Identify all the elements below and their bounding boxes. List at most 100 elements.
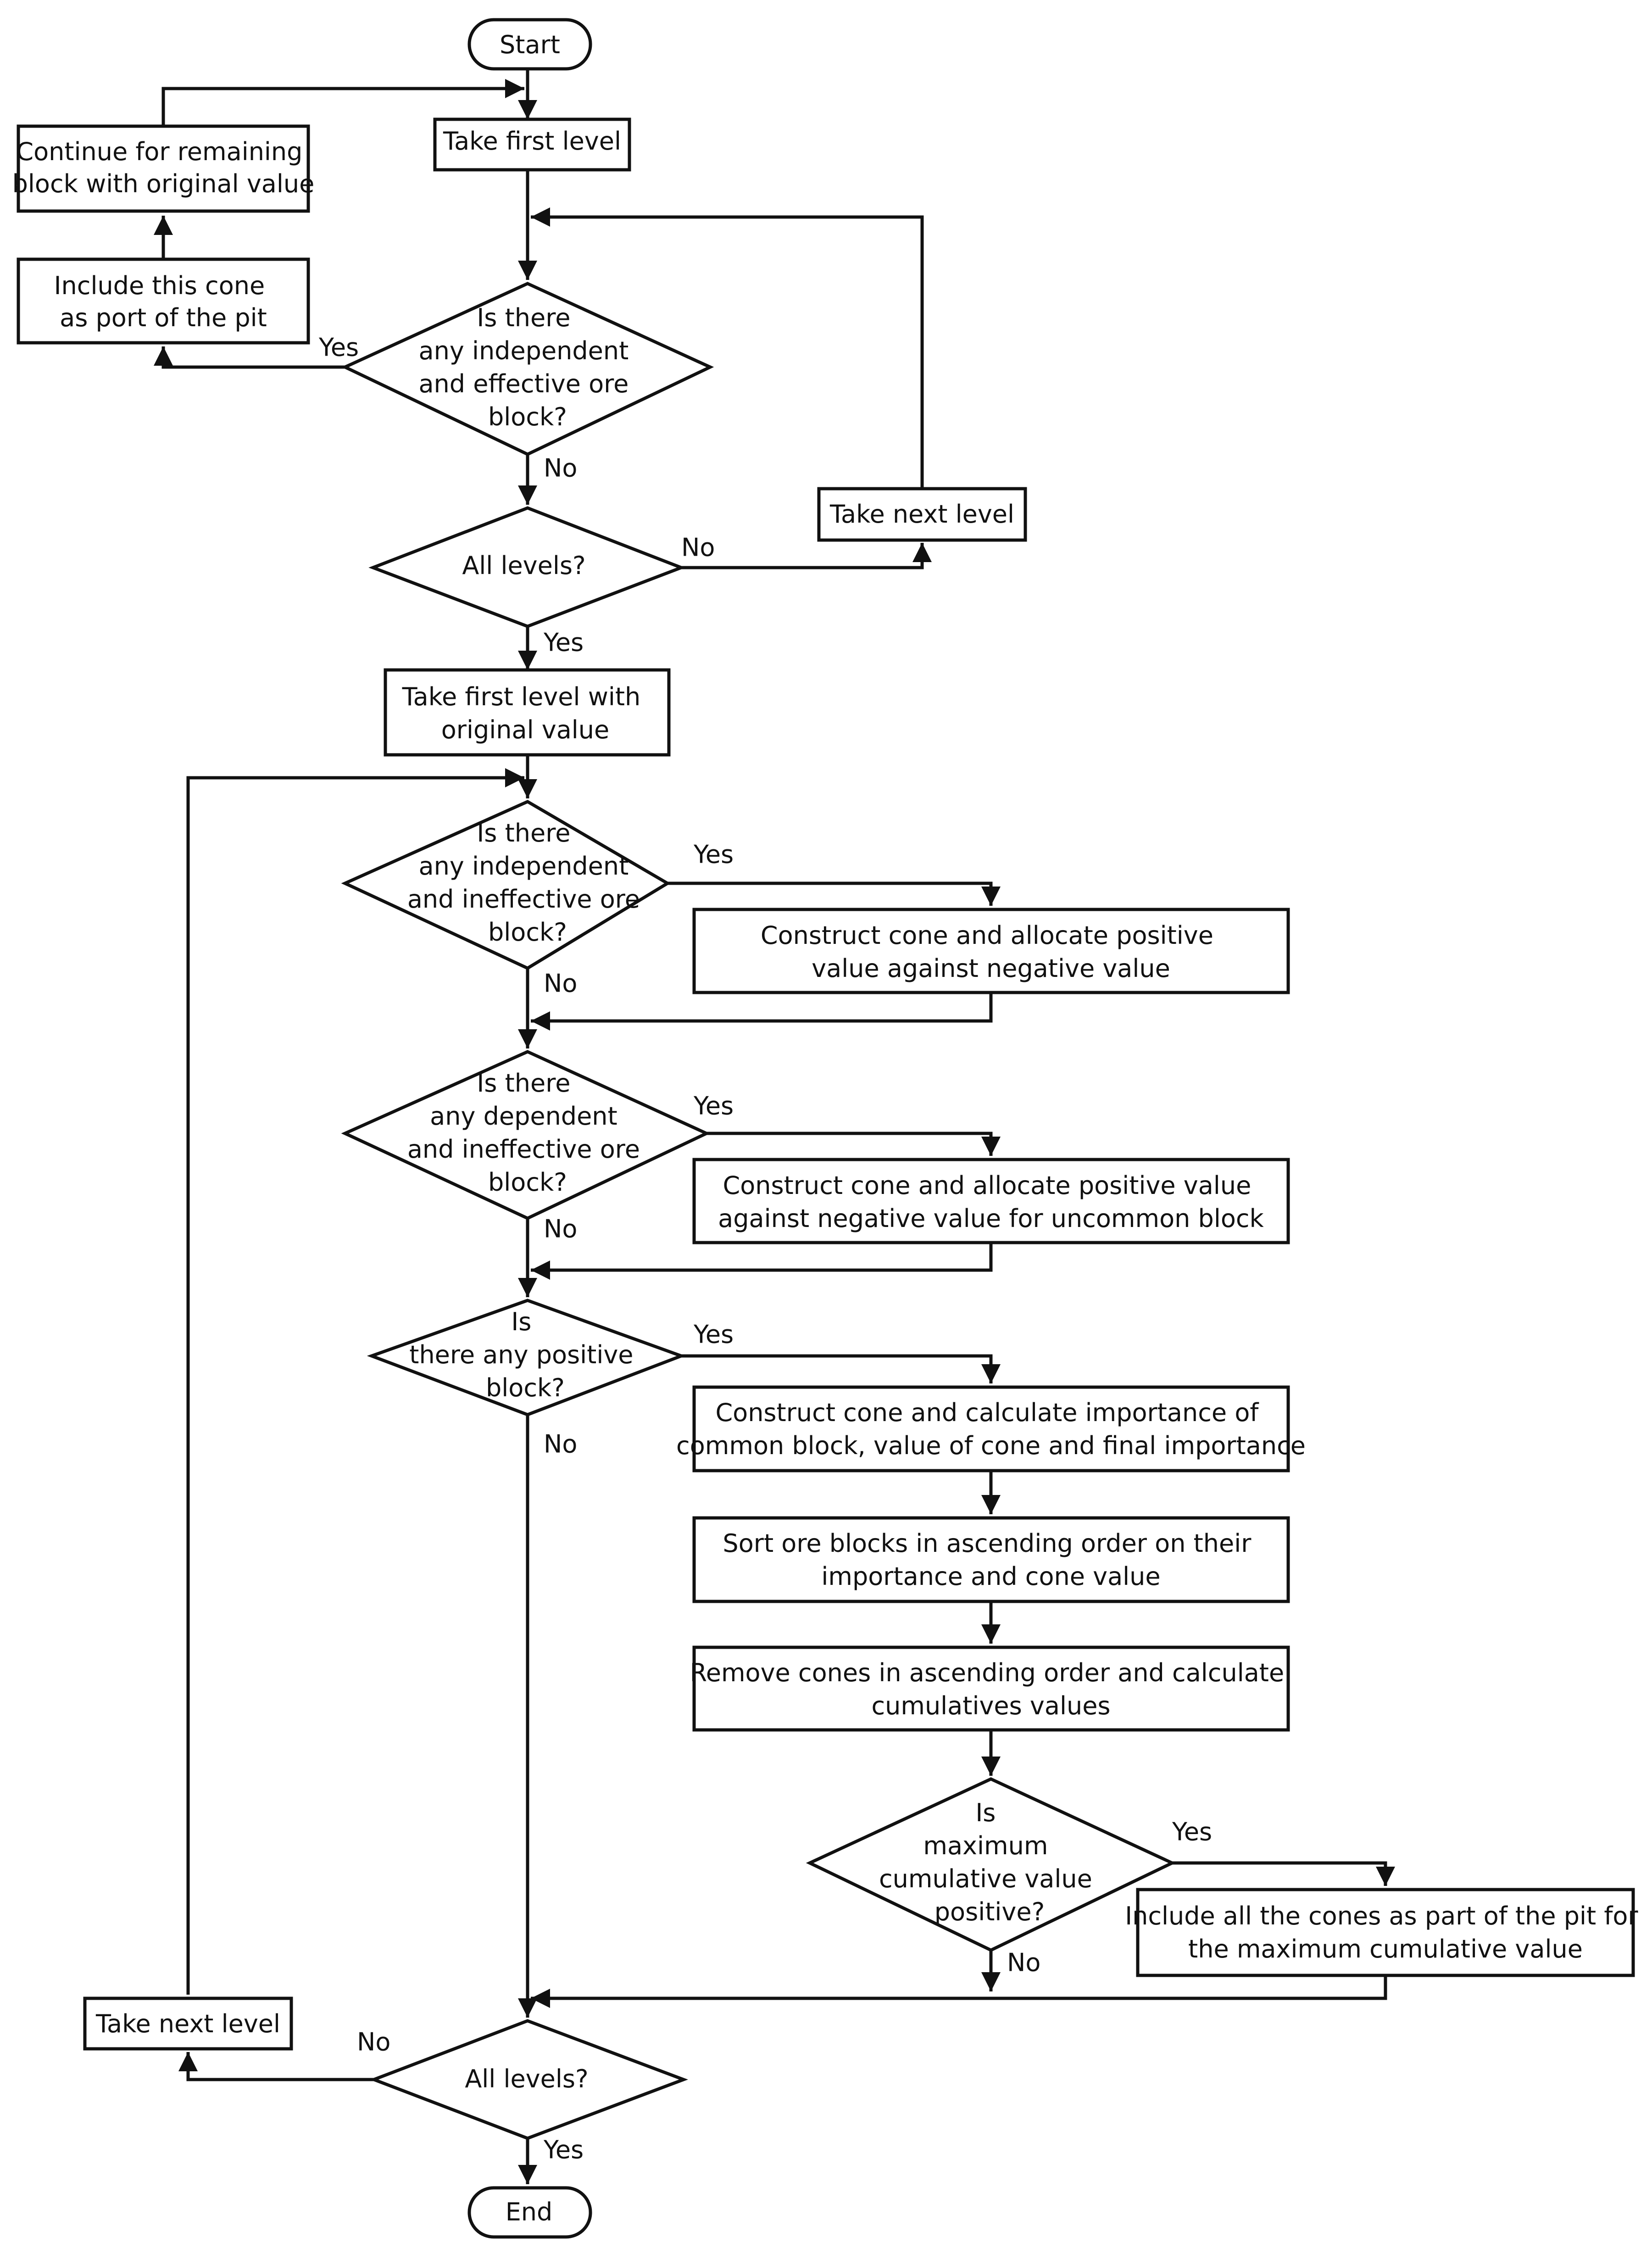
continue-remaining-label: Continue for remaining block with origin… xyxy=(12,137,315,198)
decision-independent-ineffective-line-1: Is there xyxy=(477,819,570,848)
decision-all-levels-top-label: All levels? xyxy=(462,551,585,580)
decision-positive-block-line-1: Is xyxy=(511,1307,531,1336)
include-all-cones-line-2: the maximum cumulative value xyxy=(1188,1935,1583,1963)
edge-label-yes-independent-ineffective: Yes xyxy=(693,840,734,869)
sort-ore-blocks-line-2: importance and cone value xyxy=(821,1562,1160,1591)
construct-cone-allocate-line-1: Construct cone and allocate positive xyxy=(761,921,1213,950)
take-next-level-bottom-label: Take next level xyxy=(95,2009,280,2038)
take-first-level-original-line-1: Take first level with xyxy=(402,682,641,711)
decision-max-cumulative-label: Is maximum cumulative value positive? xyxy=(879,1798,1100,1926)
decision-positive-block xyxy=(367,1299,686,1416)
end-label-line: End xyxy=(506,2197,553,2226)
edge-labels: Yes No No Yes Yes No Yes No Yes No Yes N… xyxy=(318,333,1212,2164)
decision-independent-effective xyxy=(341,282,714,456)
edge-label-no-all-levels-bottom: No xyxy=(357,2028,390,2057)
take-next-level-top-line: Take next level xyxy=(829,500,1014,529)
continue-remaining-label-line-2: block with original value xyxy=(12,169,315,198)
construct-cone-uncommon-line-1: Construct cone and allocate positive val… xyxy=(723,1171,1252,1200)
connector-construct-allocate-return xyxy=(531,993,993,1031)
connector-construct-uncommon-return xyxy=(531,1243,993,1280)
decision-dependent-ineffective-line-1: Is there xyxy=(477,1069,570,1098)
edge-label-yes-dependent-ineffective: Yes xyxy=(693,1092,734,1121)
edge-label-no-all-levels-top: No xyxy=(681,533,715,562)
decision-max-cumulative-line-3: cumulative value xyxy=(879,1864,1092,1893)
construct-cone-importance-line-2: common block, value of cone and final im… xyxy=(676,1431,1306,1460)
connector-dependent-ineffective-yes xyxy=(706,1132,1001,1156)
end-label: End xyxy=(506,2197,553,2226)
decision-independent-ineffective-line-4: block? xyxy=(488,918,567,947)
start-label-line: Start xyxy=(500,30,560,59)
decision-dependent-ineffective-line-4: block? xyxy=(488,1168,567,1197)
continue-remaining-box xyxy=(17,124,310,213)
shapes xyxy=(17,18,1635,2239)
edge-label-yes-positive-block: Yes xyxy=(693,1320,734,1349)
sort-ore-blocks-line-1: Sort ore blocks in ascending order on th… xyxy=(723,1529,1252,1558)
decision-positive-block-line-3: block? xyxy=(486,1373,565,1402)
include-this-cone-label-line-1: Include this cone xyxy=(54,271,265,300)
construct-cone-uncommon-box xyxy=(692,1158,1290,1244)
construct-cone-importance-label: Construct cone and calculate importance … xyxy=(676,1398,1306,1460)
edge-label-no-positive-block: No xyxy=(544,1430,577,1459)
connector-max-cumulative-yes xyxy=(1172,1861,1395,1886)
take-first-level-original-box xyxy=(384,668,671,757)
start-terminal xyxy=(467,18,592,71)
construct-cone-uncommon-line-2: against negative value for uncommon bloc… xyxy=(718,1204,1264,1233)
node-text: Start Take first level Continue for rema… xyxy=(12,30,1639,2226)
construct-cone-allocate-box xyxy=(692,908,1290,994)
edge-label-no-dependent-ineffective: No xyxy=(544,1215,577,1244)
decision-dependent-ineffective xyxy=(341,1050,711,1220)
decision-independent-effective-label: Is there any independent and effective o… xyxy=(418,303,636,431)
decision-independent-ineffective-line-2: any independent xyxy=(419,852,629,881)
include-this-cone-label-line-2: as port of the pit xyxy=(60,303,267,332)
include-this-cone-box xyxy=(17,257,310,345)
connector-independent-ineffective-yes xyxy=(667,881,1001,906)
sort-ore-blocks-label: Sort ore blocks in ascending order on th… xyxy=(723,1529,1259,1591)
edge-label-yes-max-cumulative: Yes xyxy=(1172,1818,1212,1846)
construct-cone-allocate-line-2: value against negative value xyxy=(812,954,1170,983)
decision-independent-effective-line-4: block? xyxy=(488,402,567,431)
decision-independent-effective-line-1: Is there xyxy=(477,303,570,332)
take-first-level-label-line: Take first level xyxy=(443,127,621,156)
construct-cone-allocate-label: Construct cone and allocate positive val… xyxy=(761,921,1221,983)
connector-effective-yes xyxy=(154,346,345,369)
decision-positive-block-label: Is there any positive block? xyxy=(409,1307,641,1402)
decision-max-cumulative-line-2: maximum xyxy=(923,1831,1048,1860)
take-next-level-bottom-box xyxy=(83,1996,293,2051)
connector-next-level-bottom-loop xyxy=(186,768,524,1995)
edge-label-no-independent-ineffective: No xyxy=(544,969,577,998)
decision-max-cumulative-line-1: Is xyxy=(975,1798,996,1827)
decision-dependent-ineffective-line-2: any dependent xyxy=(430,1102,617,1131)
decision-all-levels-bottom-line: All levels? xyxy=(465,2064,588,2093)
remove-cones-box xyxy=(692,1645,1290,1732)
decision-independent-effective-line-2: any independent xyxy=(419,336,629,365)
decision-positive-block-line-2: there any positive xyxy=(409,1340,633,1369)
decision-max-cumulative-line-4: positive? xyxy=(934,1897,1045,1926)
end-terminal xyxy=(467,2186,592,2239)
sort-ore-blocks-box xyxy=(692,1516,1290,1603)
remove-cones-label: Remove cones in ascending order and calc… xyxy=(690,1658,1292,1720)
decision-all-levels-top xyxy=(368,506,686,628)
decision-max-cumulative xyxy=(806,1777,1176,1952)
include-all-cones-box xyxy=(1136,1888,1635,1977)
continue-remaining-label-line-1: Continue for remaining xyxy=(16,137,302,166)
decision-all-levels-top-line: All levels? xyxy=(462,551,585,580)
connector-all-levels-bottom-no xyxy=(178,2052,374,2081)
decision-independent-effective-line-3: and effective ore xyxy=(418,369,629,398)
edge-label-yes-all-levels-bottom: Yes xyxy=(543,2136,584,2164)
include-this-cone-label: Include this cone as port of the pit xyxy=(54,271,273,332)
decision-independent-ineffective-label: Is there any independent and ineffective… xyxy=(407,819,648,947)
remove-cones-line-1: Remove cones in ascending order and calc… xyxy=(690,1658,1285,1687)
decision-independent-ineffective-line-3: and ineffective ore xyxy=(407,885,640,914)
decision-dependent-ineffective-line-3: and ineffective ore xyxy=(407,1135,640,1164)
take-first-level-box xyxy=(433,117,631,172)
connector-continue-loop xyxy=(161,79,524,126)
edge-label-yes-include-cone: Yes xyxy=(318,333,359,362)
edge-label-no-effective: No xyxy=(544,454,577,483)
decision-dependent-ineffective-label: Is there any dependent and ineffective o… xyxy=(407,1069,648,1197)
connectors xyxy=(154,69,1395,2184)
construct-cone-importance-line-1: Construct cone and calculate importance … xyxy=(715,1398,1259,1427)
decision-all-levels-bottom-label: All levels? xyxy=(465,2064,588,2093)
connector-include-all-return xyxy=(531,1975,1387,2008)
include-all-cones-line-1: Include all the cones as part of the pit… xyxy=(1125,1902,1638,1930)
